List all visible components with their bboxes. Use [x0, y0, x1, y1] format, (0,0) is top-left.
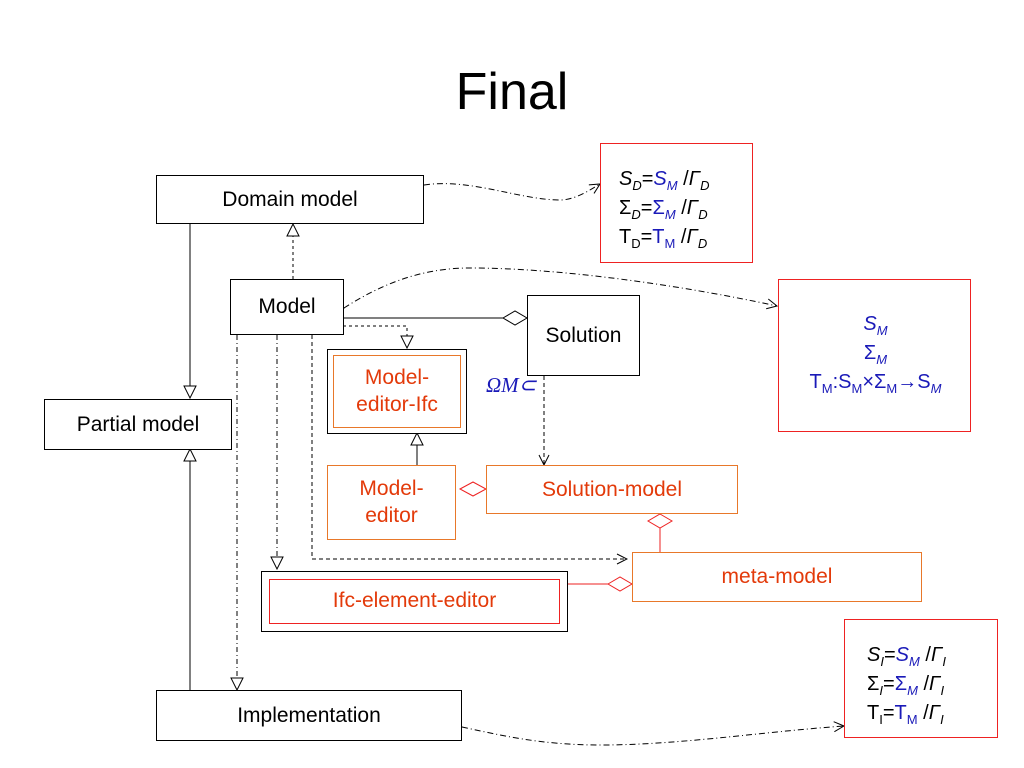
solution-label: Solution [545, 323, 622, 347]
domain-model-box: Domain model [156, 175, 424, 224]
model-editor-box: Model-editor [327, 465, 456, 540]
domain-formula-line-2: ΣD=ΣM /ΓD [619, 197, 708, 222]
impl-formula-line-2: ΣI=ΣM /ΓI [867, 673, 945, 698]
ifc-element-editor-outer: Ifc-element-editor [261, 571, 568, 632]
model-formula-line-1: SM [863, 313, 888, 338]
ifc-element-editor-label: Ifc-element-editor [332, 589, 497, 613]
domain-formula-line-1: SD=SM /ΓD [619, 168, 710, 193]
slide-title: Final [455, 63, 569, 121]
implementation-box: Implementation [156, 690, 462, 741]
model-label: Model [258, 295, 316, 318]
meta-model-box: meta-model [632, 552, 922, 602]
implementation-formula-text: SI=SM /ΓI ΣI=ΣM /ΓI TI=TM /ΓI [867, 644, 946, 731]
meta-model-label: meta-model [721, 565, 833, 588]
implementation-label: Implementation [237, 703, 381, 727]
partial-model-label: Partial model [76, 412, 200, 436]
meta-diamond [607, 576, 633, 592]
model-formula-text: SM ΣM TM:SM×ΣM→SM [779, 313, 972, 400]
domain-formula-line-3: TD=TM /ΓD [619, 226, 708, 251]
domain-formula-text: SD=SM /ΓD ΣD=ΣM /ΓD TD=TM /ΓD [619, 168, 710, 255]
model-to-ifc-line [343, 325, 407, 348]
solution-model-diamond [647, 513, 673, 529]
model-editor-label: Model-editor [359, 477, 424, 527]
implementation-formula-box: SI=SM /ΓI ΣI=ΣM /ΓI TI=TM /ΓI [844, 619, 998, 738]
solution-box: Solution [527, 295, 640, 376]
impl-formula-line-1: SI=SM /ΓI [867, 644, 946, 669]
domain-model-label: Domain model [222, 187, 358, 211]
omega-label: ΩM⊂ [486, 373, 537, 397]
editor-diamond [458, 481, 488, 497]
solution-diamond [502, 310, 528, 326]
model-editor-ifc-box: Model-editor-Ifc [333, 355, 461, 428]
impl-formula-link [462, 726, 844, 746]
model-box: Model [230, 279, 344, 335]
solution-model-label: Solution-model [541, 477, 683, 501]
model-formula-box: SM ΣM TM:SM×ΣM→SM [778, 279, 971, 432]
partial-model-box: Partial model [44, 399, 232, 450]
model-formula-link [344, 267, 777, 308]
model-formula-line-3: TM:SM×ΣM→SM [809, 371, 942, 396]
model-editor-ifc-label: Model-editor-Ifc [356, 366, 438, 416]
ifc-element-editor-box: Ifc-element-editor [269, 579, 560, 624]
model-editor-ifc-outer: Model-editor-Ifc [327, 349, 467, 434]
impl-formula-line-3: TI=TM /ΓI [867, 702, 944, 727]
model-formula-line-2: ΣM [863, 342, 888, 367]
model-to-meta-line [311, 335, 627, 559]
domain-formula-box: SD=SM /ΓD ΣD=ΣM /ΓD TD=TM /ΓD [600, 143, 753, 263]
solution-model-box: Solution-model [486, 465, 738, 514]
domain-formula-link [424, 184, 600, 201]
